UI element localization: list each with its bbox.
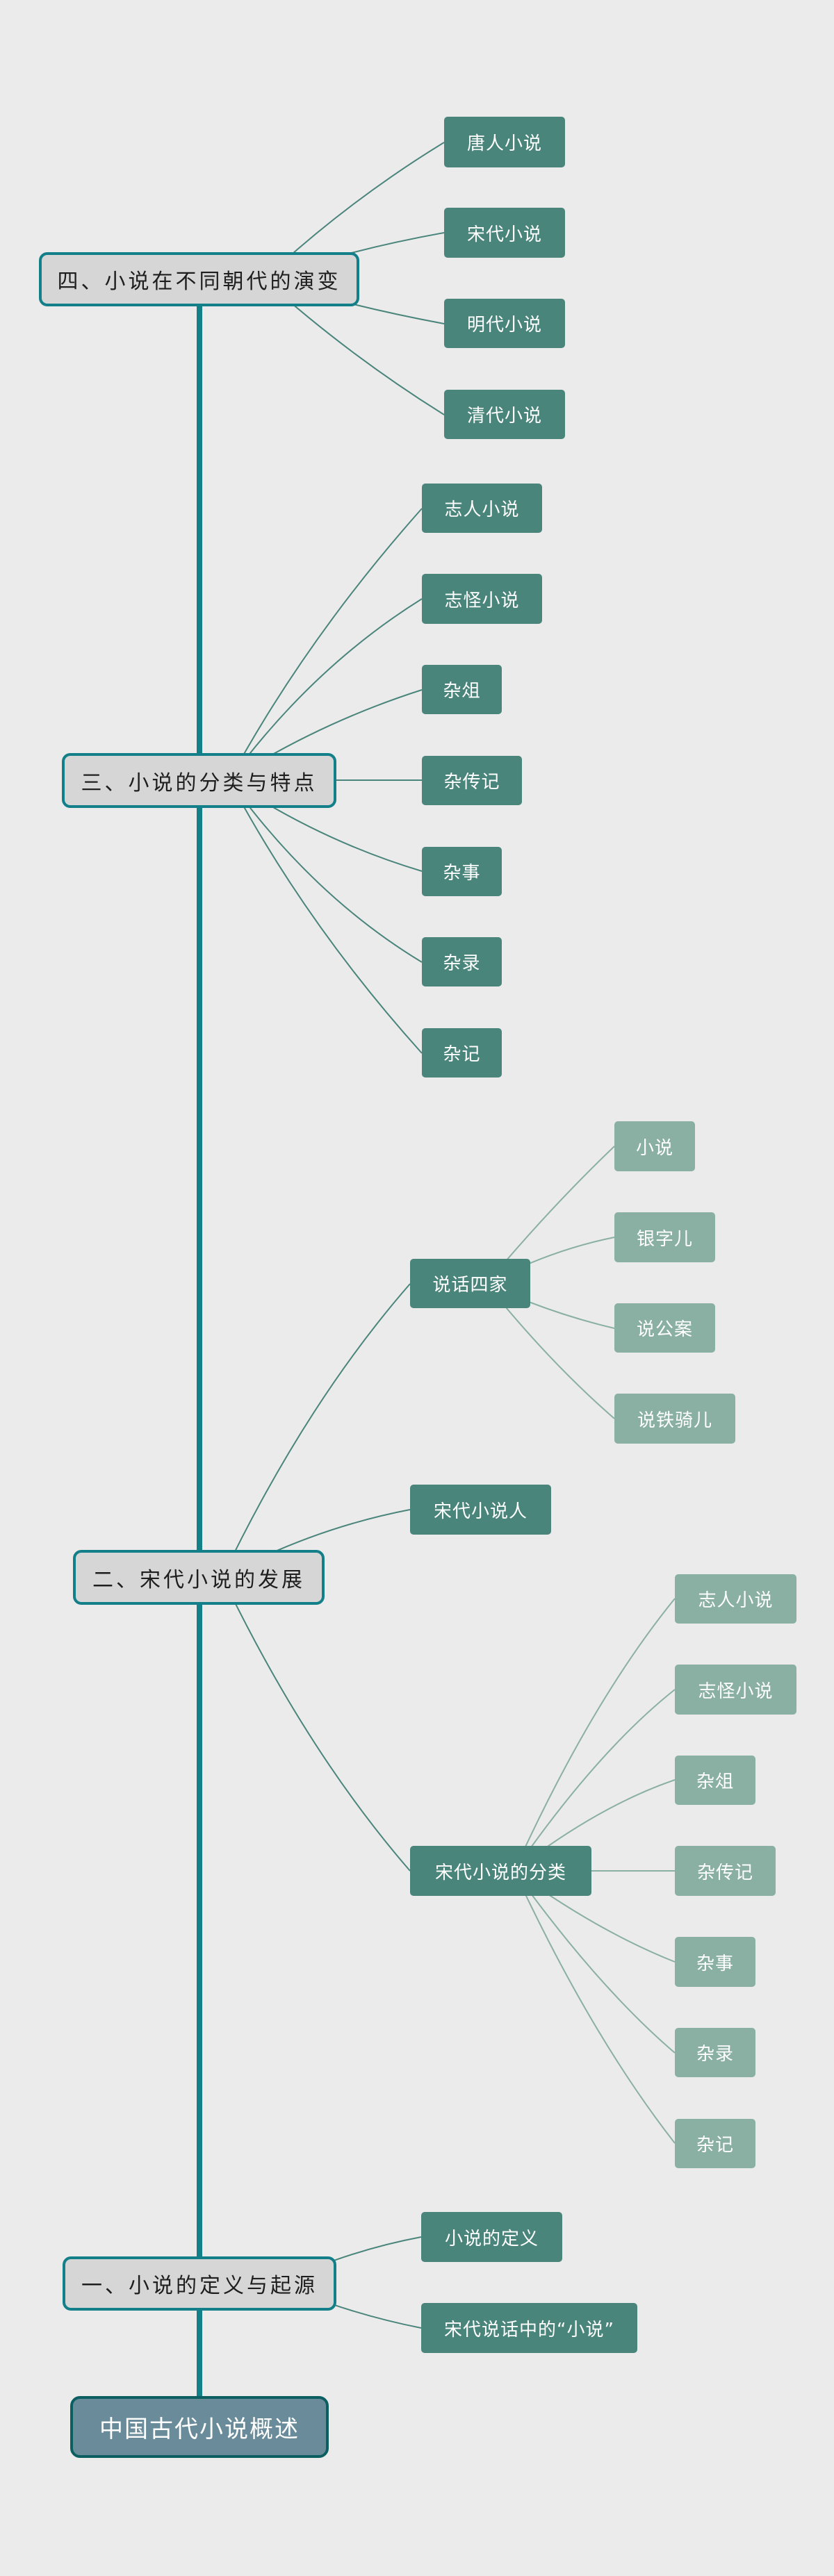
topic-novel-definition[interactable]: 小说的定义 [421,2212,562,2262]
topic-zazhuanji[interactable]: 杂传记 [422,756,522,805]
topic-ming-novels[interactable]: 明代小说 [444,299,565,348]
section-1-node[interactable]: 一、小说的定义与起源 [63,2256,336,2311]
subtopic-zazhuanji[interactable]: 杂传记 [675,1846,776,1896]
topic-song-storytelling-novel[interactable]: 宋代说话中的“小说” [421,2303,637,2353]
topic-song-novels[interactable]: 宋代小说 [444,208,565,258]
section-2-node[interactable]: 二、宋代小说的发展 [73,1550,325,1605]
subtopic-shuotieqier[interactable]: 说铁骑儿 [614,1394,735,1444]
topic-song-novelists[interactable]: 宋代小说人 [410,1485,551,1535]
topic-qing-novels[interactable]: 清代小说 [444,390,565,439]
topic-zaji[interactable]: 杂记 [422,1028,502,1078]
topic-zazu[interactable]: 杂俎 [422,665,502,714]
section-4-node[interactable]: 四、小说在不同朝代的演变 [39,252,359,306]
topic-zashi[interactable]: 杂事 [422,847,502,896]
subtopic-zashi[interactable]: 杂事 [675,1937,755,1987]
subtopic-yinzier[interactable]: 银字儿 [614,1212,715,1262]
topic-song-novel-classification[interactable]: 宋代小说的分类 [410,1846,591,1896]
subtopic-zalu[interactable]: 杂录 [675,2028,755,2077]
subtopic-xiaoshuo[interactable]: 小说 [614,1121,695,1171]
subtopic-zaji[interactable]: 杂记 [675,2119,755,2168]
topic-four-storytelling-schools[interactable]: 说话四家 [410,1259,530,1308]
root-node[interactable]: 中国古代小说概述 [70,2396,329,2458]
subtopic-shuogongan[interactable]: 说公案 [614,1303,715,1353]
topic-zalu[interactable]: 杂录 [422,937,502,986]
subtopic-zazu[interactable]: 杂俎 [675,1756,755,1805]
subtopic-zhiguai[interactable]: 志怪小说 [675,1665,796,1715]
main-spine [197,306,202,2396]
topic-zhiren[interactable]: 志人小说 [422,484,542,533]
subtopic-zhiren[interactable]: 志人小说 [675,1574,796,1624]
section-3-node[interactable]: 三、小说的分类与特点 [62,753,336,808]
topic-tang-novels[interactable]: 唐人小说 [444,117,565,167]
topic-zhiguai[interactable]: 志怪小说 [422,574,542,624]
